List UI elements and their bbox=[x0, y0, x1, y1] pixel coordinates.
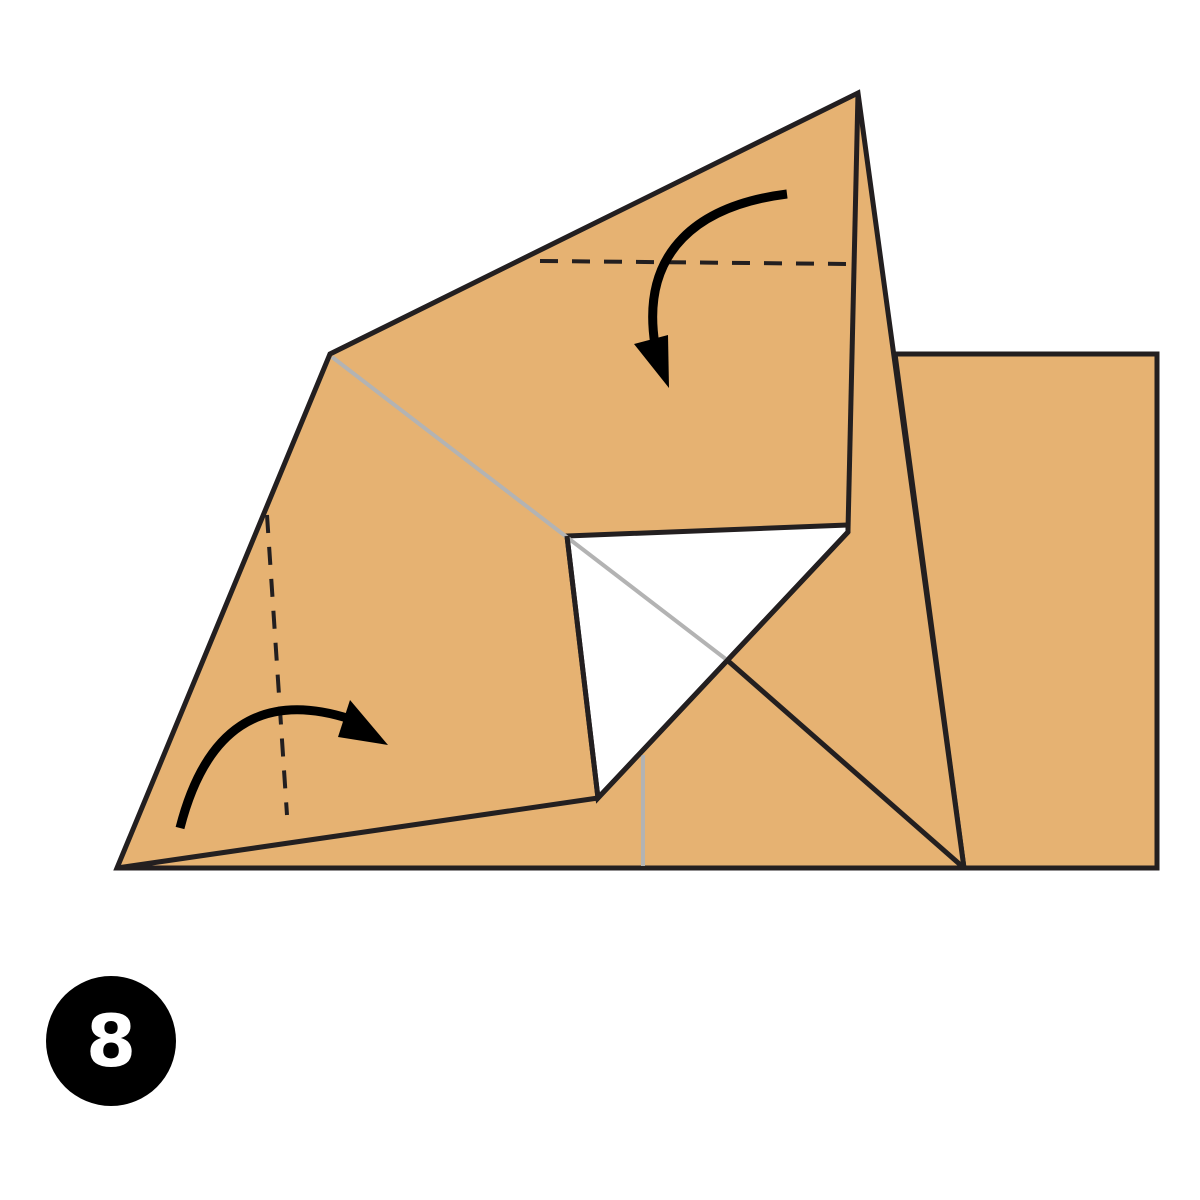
step-number-text: 8 bbox=[86, 999, 136, 1083]
step-number-badge bbox=[46, 976, 176, 1106]
main-paper-shape bbox=[113, 89, 967, 871]
diagonal-fold-edge bbox=[725, 658, 966, 870]
left-flap-edge bbox=[116, 795, 599, 871]
opening-left-edge bbox=[564, 530, 850, 804]
left-fold-arrow-head bbox=[338, 700, 388, 745]
crease-line-diagonal bbox=[330, 355, 729, 662]
top-fold-arrow-shaft bbox=[648, 189, 788, 346]
right-flap-edge bbox=[845, 92, 861, 531]
left-fold-arrow-shaft bbox=[175, 705, 352, 830]
top-fold-arrow-head bbox=[634, 335, 669, 388]
top-valley-fold-line bbox=[539, 259, 849, 266]
